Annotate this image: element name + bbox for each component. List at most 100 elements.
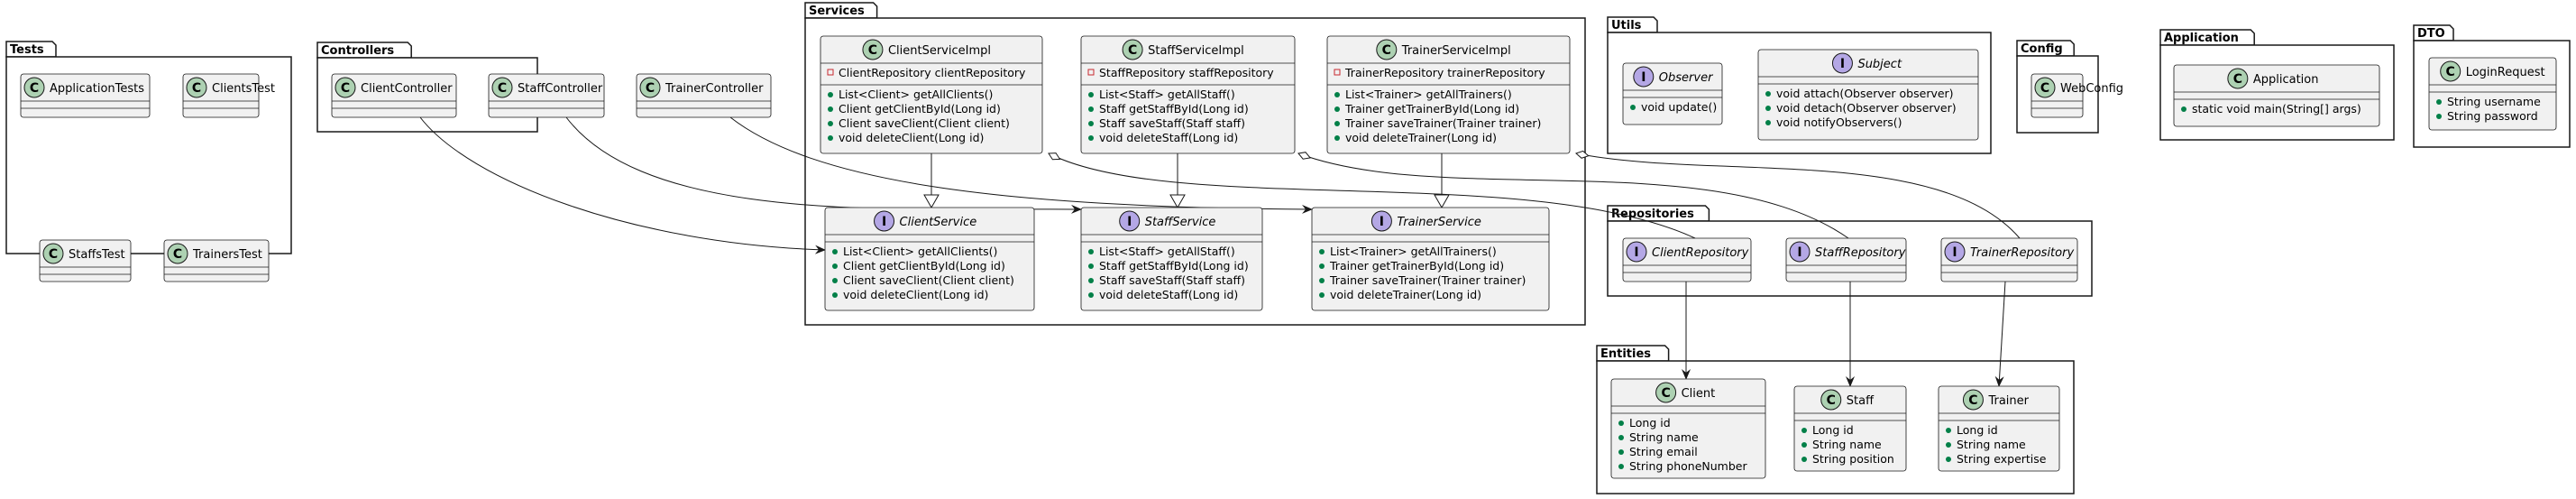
class-member: Client getClientById(Long id) — [839, 102, 1001, 116]
class-icon: C — [23, 77, 45, 98]
class-member: String username — [2447, 95, 2541, 108]
stereotype-letter: I — [1634, 245, 1638, 260]
class-icon: C — [1376, 39, 1398, 60]
class-name: Trainer — [1987, 394, 2029, 408]
public-marker-icon — [1801, 428, 1807, 433]
public-marker-icon — [1088, 278, 1094, 283]
class-name: StaffService — [1145, 216, 1216, 229]
class-field: TrainerRepository trainerRepository — [1344, 66, 1545, 79]
class-member: String name — [1812, 438, 1882, 451]
public-marker-icon — [1319, 278, 1325, 283]
public-marker-icon — [1618, 464, 1624, 469]
class-member: void notifyObservers() — [1776, 116, 1902, 129]
public-marker-icon — [1334, 92, 1340, 97]
class-member: Client saveClient(Client client) — [839, 116, 1010, 130]
class-field: StaffRepository staffRepository — [1099, 66, 1274, 79]
public-marker-icon — [1334, 135, 1340, 141]
public-marker-icon — [1630, 105, 1636, 110]
class-member: Long id — [1812, 423, 1854, 437]
package-controllers-label: Controllers — [321, 44, 394, 58]
class-member: void deleteClient(Long id) — [843, 288, 988, 301]
class-field: ClientRepository clientRepository — [839, 66, 1026, 79]
package-services-label: Services — [809, 5, 865, 18]
public-marker-icon — [832, 278, 838, 283]
public-marker-icon — [1088, 263, 1094, 269]
public-marker-icon — [1088, 249, 1094, 254]
class-icon: C — [167, 243, 188, 264]
class-member: String name — [1629, 430, 1699, 444]
class-icon: C — [2440, 60, 2461, 82]
class-icon: C — [335, 77, 356, 98]
stereotype-letter: I — [1840, 57, 1845, 71]
stereotype-letter: C — [646, 81, 655, 96]
class-member: List<Trainer> getAllTrainers() — [1345, 88, 1512, 101]
stereotype-letter: C — [1382, 43, 1391, 58]
relation-trainer-service-impl-trainer-repository — [1575, 150, 2021, 239]
class-member: String position — [1812, 452, 1894, 466]
class-icon: C — [186, 77, 207, 98]
class-member: void deleteStaff(Long id) — [1099, 288, 1238, 301]
package-config-label: Config — [2021, 42, 2063, 56]
class-name: Client — [1682, 387, 1716, 401]
class-icon: C — [1122, 39, 1143, 60]
class-icon: C — [1820, 389, 1842, 411]
class-member: Trainer getTrainerById(Long id) — [1344, 102, 1519, 116]
class-clients-test[interactable]: C ClientsTest — [182, 73, 275, 118]
public-marker-icon — [1319, 249, 1325, 254]
public-marker-icon — [2181, 106, 2186, 112]
stereotype-letter: I — [882, 215, 886, 229]
class-member: Trainer saveTrainer(Trainer trainer) — [1344, 116, 1541, 130]
class-name: ClientsTest — [212, 82, 275, 96]
class-member: String phoneNumber — [1629, 459, 1747, 473]
stereotype-letter: C — [2446, 65, 2455, 79]
public-marker-icon — [1946, 428, 1951, 433]
class-name: WebConfig — [2060, 82, 2123, 96]
private-marker-icon — [1087, 69, 1095, 76]
class-member: Staff getStaffById(Long id) — [1099, 259, 1249, 273]
class-icon: C — [2227, 68, 2249, 89]
public-marker-icon — [1319, 292, 1325, 298]
interface-icon: I — [1371, 210, 1392, 232]
class-member: List<Trainer> getAllTrainers() — [1330, 245, 1497, 258]
stereotype-letter: I — [1127, 215, 1132, 229]
class-member: List<Client> getAllClients() — [843, 245, 997, 258]
class-member: Staff getStaffById(Long id) — [1099, 102, 1249, 116]
public-marker-icon — [1765, 120, 1771, 125]
public-marker-icon — [828, 106, 833, 112]
public-marker-icon — [1088, 292, 1094, 298]
class-name: ClientService — [900, 216, 977, 229]
stereotype-letter: C — [192, 81, 201, 96]
package-tests-label: Tests — [10, 43, 44, 57]
class-member: Long id — [1957, 423, 1998, 437]
class-member: Staff saveStaff(Staff staff) — [1099, 273, 1245, 287]
package-dto-label: DTO — [2417, 27, 2445, 41]
public-marker-icon — [1618, 449, 1624, 455]
public-marker-icon — [832, 249, 838, 254]
public-marker-icon — [1801, 457, 1807, 462]
stereotype-letter: C — [2233, 72, 2242, 87]
